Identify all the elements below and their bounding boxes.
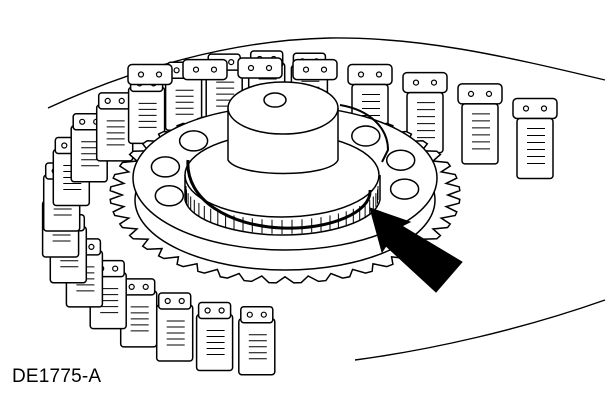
figure-id-label: DE1775-A (12, 366, 102, 387)
arrow-icon (369, 207, 463, 293)
drive-chain (41, 50, 558, 376)
sprocket-hole (389, 178, 420, 200)
chain-link (457, 83, 503, 165)
chain-link (195, 301, 234, 372)
sprocket-hole (154, 185, 185, 207)
sprocket-hole (351, 125, 381, 147)
chain-link (127, 63, 173, 86)
chain-link (238, 305, 276, 376)
chain-link (237, 57, 283, 79)
chain-link (292, 58, 338, 81)
sprocket-hole (178, 130, 209, 152)
chain-link (182, 58, 228, 81)
sprocket-hub (184, 81, 381, 236)
sprocket-hole (150, 156, 181, 178)
chain-link (402, 71, 448, 154)
retaining-ring (186, 104, 390, 230)
sprocket-hole (385, 149, 416, 171)
chain-link (512, 97, 558, 180)
chain-link (155, 292, 194, 362)
chain-link (95, 92, 134, 162)
